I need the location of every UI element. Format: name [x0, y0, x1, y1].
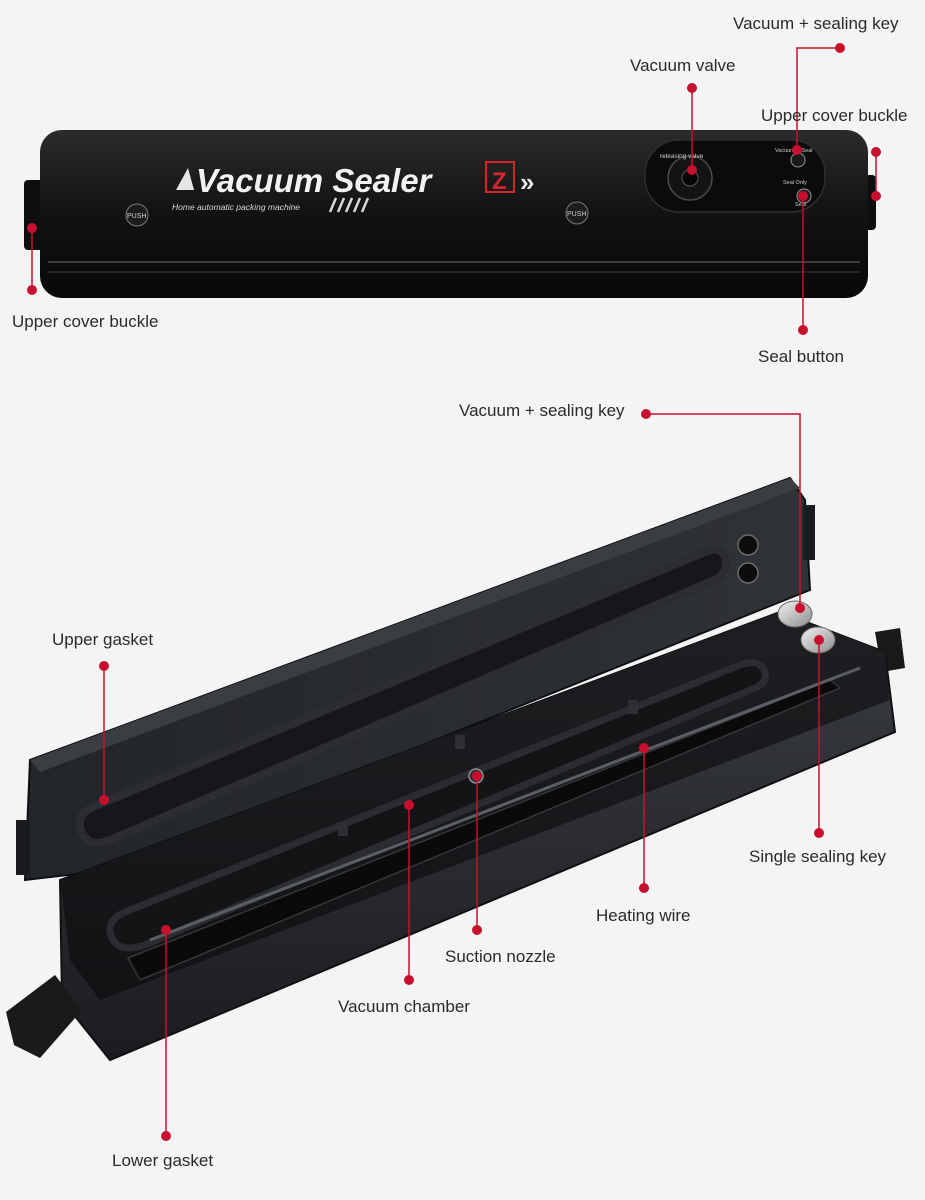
lid-hole-2	[737, 562, 759, 584]
push-button-left[interactable]	[125, 203, 149, 227]
push-label-right: PUSH	[567, 211, 586, 218]
dot-suction-nozzle-a	[472, 771, 482, 781]
dot-upper-gasket-a	[99, 661, 109, 671]
label-upper-cover-buckle-right: Upper cover buckle	[761, 106, 908, 125]
subtitle-stripes	[328, 197, 370, 213]
brand-subtitle: Home automatic packing machine	[172, 202, 300, 212]
label-vacuum-sealing-key-bottom: Vacuum + sealing key	[459, 401, 625, 420]
valve-text: releasing valve	[660, 153, 704, 160]
dot-vacuum-sealing-key-top-a	[835, 43, 845, 53]
label-vacuum-chamber: Vacuum chamber	[338, 997, 470, 1016]
lid-tab-left	[16, 820, 30, 875]
label-lower-gasket: Lower gasket	[112, 1151, 214, 1170]
dot-vacuum-valve-b	[687, 165, 697, 175]
callout-lines	[31, 47, 877, 1136]
dot-vacuum-sealing-key-bottom-a	[641, 409, 651, 419]
label-upper-cover-buckle-left: Upper cover buckle	[12, 312, 159, 331]
dot-vacuum-sealing-key-top-b	[792, 145, 802, 155]
dot-upper-gasket-b	[99, 795, 109, 805]
dot-upper-cover-buckle-right-b	[871, 191, 881, 201]
dot-heating-wire-b	[639, 883, 649, 893]
push-label-left: PUSH	[127, 213, 146, 220]
dot-seal-button-b	[798, 325, 808, 335]
dot-suction-nozzle-b	[472, 925, 482, 935]
dot-upper-cover-buckle-left-a	[27, 223, 37, 233]
clip-1	[455, 735, 465, 749]
dot-vacuum-sealing-key-bottom-b	[795, 603, 805, 613]
label-heating-wire: Heating wire	[596, 906, 691, 925]
brand-title: Vacuum Sealer	[196, 162, 434, 199]
dot-heating-wire-a	[639, 743, 649, 753]
label-seal-button: Seal button	[758, 347, 845, 366]
push-button-right[interactable]	[565, 201, 589, 225]
clip-3	[338, 822, 348, 836]
brand-arrow-icon	[176, 168, 194, 190]
label-suction-nozzle: Suction nozzle	[445, 947, 556, 966]
dot-vacuum-valve-a	[687, 83, 697, 93]
panel-text-seal: Seal	[795, 202, 806, 208]
label-vacuum-valve: Vacuum valve	[630, 56, 736, 75]
lower-gasket	[106, 659, 769, 952]
dot-upper-cover-buckle-right-a	[871, 147, 881, 157]
clip-2	[628, 700, 638, 714]
callout-dots	[27, 43, 881, 1141]
label-single-sealing-key: Single sealing key	[749, 847, 887, 866]
sealer-open-view	[6, 476, 905, 1062]
panel-text-seal-only: Seal Only	[783, 180, 807, 186]
dot-lower-gasket-a	[161, 925, 171, 935]
lid-hole-1	[737, 534, 759, 556]
vacuum-seal-key-metal[interactable]	[777, 600, 813, 628]
dot-seal-button-a	[798, 191, 808, 201]
leader-vacuum-sealing-key-top	[796, 47, 840, 150]
lid-tab-right	[803, 505, 815, 560]
upper-gasket	[75, 545, 731, 847]
lid-rim	[30, 478, 800, 772]
left-hinge	[6, 975, 82, 1058]
brand-chevrons: »	[520, 167, 534, 197]
heating-wire	[149, 666, 861, 942]
leader-vacuum-sealing-key-bottom	[646, 413, 801, 608]
dot-lower-gasket-b	[161, 1131, 171, 1141]
label-upper-gasket: Upper gasket	[52, 630, 154, 649]
brand-badge-box	[485, 161, 515, 193]
label-vacuum-sealing-key-top: Vacuum + sealing key	[733, 14, 899, 33]
dot-upper-cover-buckle-left-b	[27, 285, 37, 295]
brand-badge: Z	[492, 168, 507, 195]
dot-single-sealing-key-a	[814, 635, 824, 645]
vacuum-seal-key[interactable]	[790, 152, 806, 168]
sealer-closed-view: Vacuum Sealer Z » Home automatic packing…	[24, 130, 876, 298]
dot-vacuum-chamber-b	[404, 975, 414, 985]
dot-vacuum-chamber-a	[404, 800, 414, 810]
dot-single-sealing-key-b	[814, 828, 824, 838]
vacuum-chamber	[126, 679, 842, 981]
